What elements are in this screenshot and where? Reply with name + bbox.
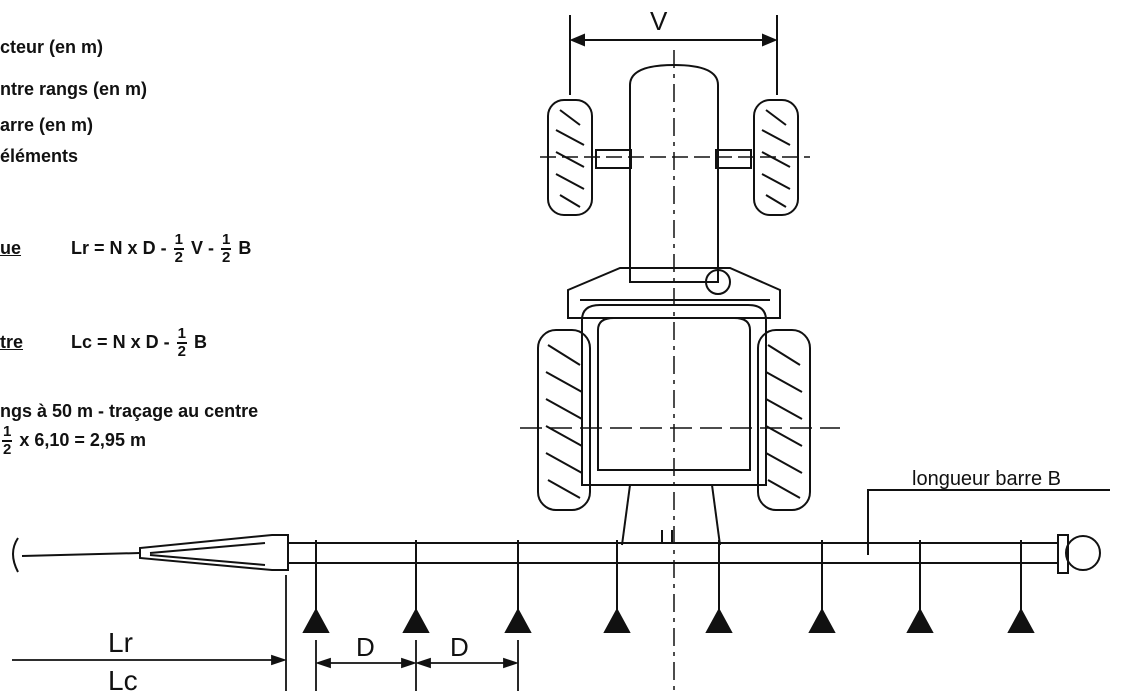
nozzles <box>302 540 1035 633</box>
nozzle <box>504 540 532 633</box>
legend-line-1: cteur (en m) <box>0 37 104 57</box>
frac-numerator: 1 <box>176 325 187 344</box>
formula-lr-expr-b: V - <box>190 237 214 258</box>
sprayer-boom <box>287 542 1059 564</box>
marker-rod <box>21 552 141 557</box>
nozzle <box>705 540 733 633</box>
marker-arm <box>139 534 289 571</box>
formula-lc-expr-b: B <box>193 331 207 352</box>
label-lr: Lr <box>108 627 133 658</box>
marker-disc-right-icon <box>1065 535 1101 571</box>
formula-lc-heading: tre <box>0 331 24 352</box>
formula-lr-frac-1: 1 2 <box>173 231 184 266</box>
formula-lc-expr-a: Lc = N x D - <box>71 331 170 352</box>
rear-wheel-right <box>757 329 811 511</box>
frac-numerator: 1 <box>2 423 13 442</box>
formula-lr-expr-c: B <box>238 237 252 258</box>
nozzle <box>906 540 934 633</box>
example-line-2: 1 2 x 6,10 = 2,95 m <box>0 424 146 458</box>
nozzle <box>603 540 631 633</box>
example-frac: 1 2 <box>2 423 13 458</box>
example-result: x 6,10 = 2,95 m <box>19 429 146 450</box>
nozzle <box>1007 540 1035 633</box>
front-axle-left <box>595 149 632 169</box>
legend-line-3: arre (en m) <box>0 115 94 135</box>
formula-lr-expr-a: Lr = N x D - <box>71 237 167 258</box>
legend-line-2: ntre rangs (en m) <box>0 79 148 99</box>
arrow-left-icon <box>569 33 585 47</box>
front-axle-right <box>715 149 752 169</box>
link-left <box>621 484 631 546</box>
formula-lc: tre Lc = N x D - 1 2 B <box>0 326 207 360</box>
example-line-1: ngs à 50 m - traçage au centre <box>0 401 259 421</box>
frac-denominator: 2 <box>3 441 12 458</box>
label-d-2: D <box>450 632 469 662</box>
tractor-cab <box>581 304 767 486</box>
label-d-1: D <box>356 632 375 662</box>
rear-wheel-left <box>537 329 591 511</box>
frac-denominator: 2 <box>221 249 231 266</box>
frac-denominator: 2 <box>174 249 183 266</box>
legend-line-4: éléments <box>0 146 79 166</box>
formula-lr: ue Lr = N x D - 1 2 V - 1 2 B <box>0 232 251 266</box>
frac-numerator: 1 <box>173 231 184 250</box>
marker-disc-left-icon <box>12 537 19 573</box>
boom-end-right <box>1057 534 1069 574</box>
nozzle <box>302 540 330 633</box>
label-lc: Lc <box>108 665 138 691</box>
frac-numerator: 1 <box>220 231 232 250</box>
label-v: V <box>650 6 668 36</box>
formula-lr-frac-2: 1 2 <box>220 231 232 266</box>
formula-lr-heading: ue <box>0 237 22 258</box>
nozzle <box>808 540 836 633</box>
link-right <box>711 484 721 546</box>
front-wheel-right <box>753 99 799 216</box>
nozzle <box>402 540 430 633</box>
frac-denominator: 2 <box>177 343 186 360</box>
arrow-right-icon <box>762 33 778 47</box>
exhaust-icon <box>705 269 731 295</box>
tractor-hood <box>629 63 719 283</box>
boom-leader-line <box>867 489 1110 555</box>
tractor-fenders <box>567 267 781 319</box>
label-boom-length: longueur barre B <box>912 468 1061 490</box>
front-wheel-left <box>547 99 593 216</box>
formula-lc-frac: 1 2 <box>176 325 187 360</box>
